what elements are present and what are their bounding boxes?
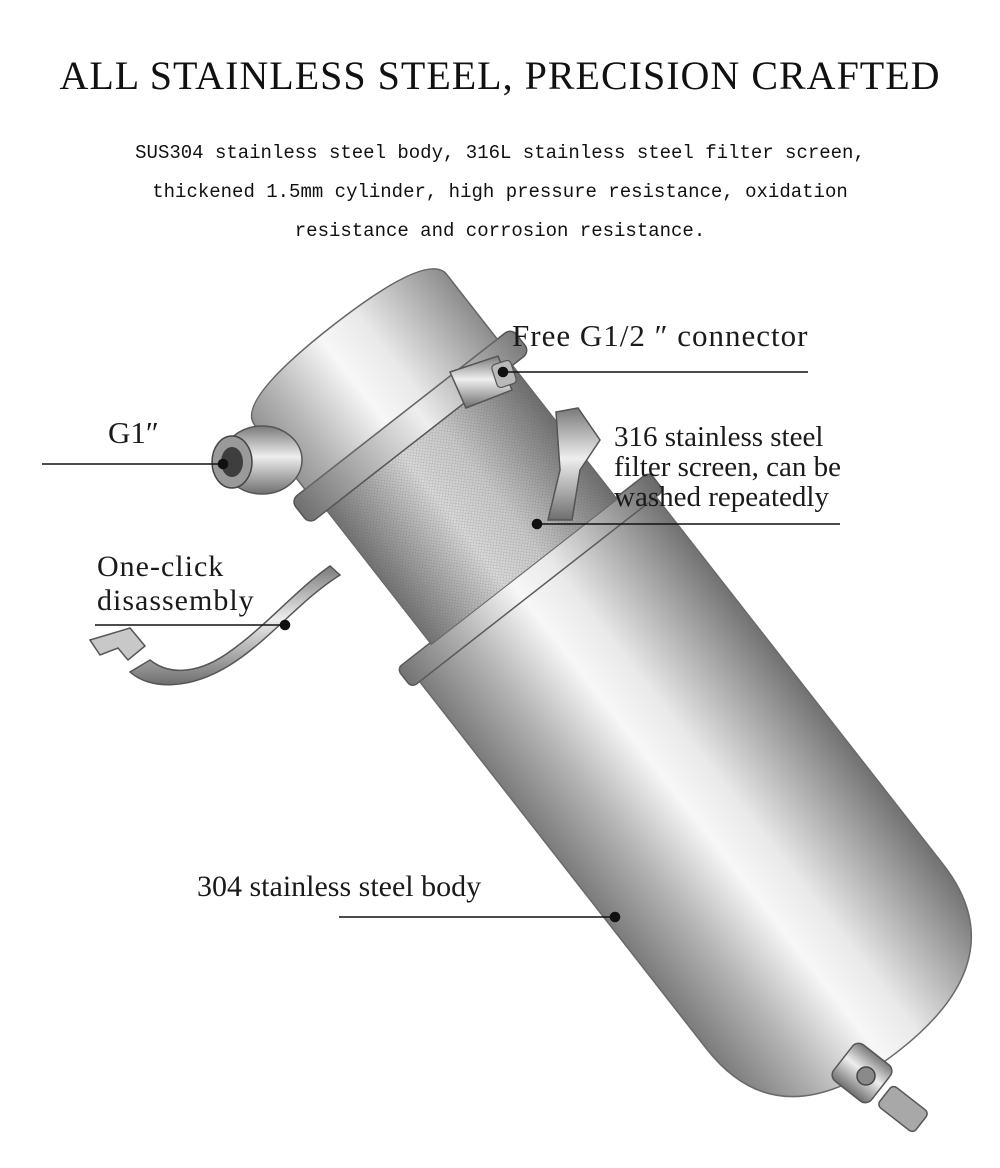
description-line-2: thickened 1.5mm cylinder, high pressure … [152,181,848,203]
description-line-3: resistance and corrosion resistance. [294,220,706,242]
clamp-ring [88,565,342,686]
callout-leaders [42,366,840,923]
connector-callout: Free G1/2 ″ connector [512,318,809,353]
inlet-callout: G1″ [108,415,159,450]
description: SUS304 stainless steel body, 316L stainl… [60,134,940,251]
filter-screen-line-3: washed repeatedly [614,481,829,513]
filter-screen-line-2: filter screen, can be [614,451,842,483]
filter-screen-line-1: 316 stainless steel [614,421,824,453]
body-callout: 304 stainless steel body [197,870,482,903]
disassembly-line-1: One-click [97,550,225,583]
page-title: ALL STAINLESS STEEL, PRECISION CRAFTED [59,53,941,98]
filter-screen-callout: 316 stainless steel filter screen, can b… [614,422,841,512]
filter-housing-body [250,268,973,1098]
disassembly-line-2: disassembly [97,584,255,617]
description-line-1: SUS304 stainless steel body, 316L stainl… [135,142,865,164]
drain-valve [831,1042,928,1133]
wing-nut [547,407,601,521]
g1-2-connector [448,355,517,409]
g1-inlet-port [211,425,303,495]
disassembly-callout: One-click disassembly [97,550,255,618]
